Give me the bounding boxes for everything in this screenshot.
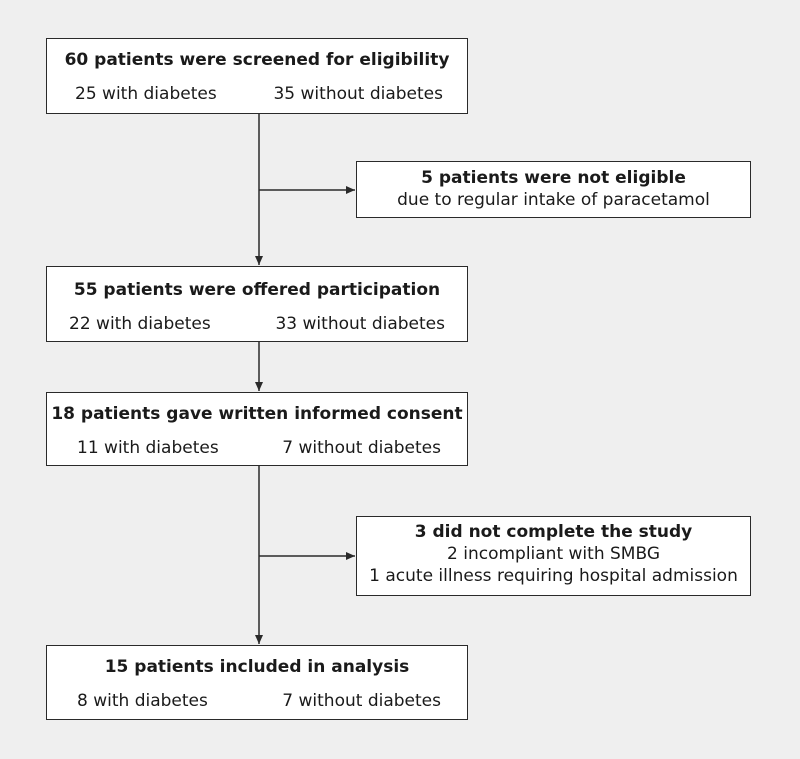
not-eligible-box: 5 patients were not eligible due to regu… xyxy=(356,161,751,218)
not-eligible-title: 5 patients were not eligible xyxy=(421,168,686,188)
offered-title: 55 patients were offered participation xyxy=(73,280,441,300)
included-box: 15 patients included in analysis 8 with … xyxy=(46,645,468,720)
offered-with-diabetes: 22 with diabetes xyxy=(69,314,211,334)
consent-with-diabetes: 11 with diabetes xyxy=(77,438,219,458)
offered-without-diabetes: 33 without diabetes xyxy=(275,314,445,334)
not-completed-box: 3 did not complete the study 2 incomplia… xyxy=(356,516,751,596)
not-completed-reason-2: 1 acute illness requiring hospital admis… xyxy=(369,566,738,586)
screened-title: 60 patients were screened for eligibilit… xyxy=(64,50,450,70)
not-eligible-reason: due to regular intake of paracetamol xyxy=(397,190,710,210)
included-without-diabetes: 7 without diabetes xyxy=(282,691,441,711)
consent-without-diabetes: 7 without diabetes xyxy=(282,438,441,458)
screened-with-diabetes: 25 with diabetes xyxy=(75,84,217,104)
not-completed-reason-1: 2 incompliant with SMBG xyxy=(447,544,660,564)
screened-box: 60 patients were screened for eligibilit… xyxy=(46,38,468,114)
included-with-diabetes: 8 with diabetes xyxy=(77,691,208,711)
included-title: 15 patients included in analysis xyxy=(104,657,410,677)
not-completed-title: 3 did not complete the study xyxy=(414,522,693,542)
offered-box: 55 patients were offered participation 2… xyxy=(46,266,468,342)
screened-without-diabetes: 35 without diabetes xyxy=(273,84,443,104)
consent-title: 18 patients gave written informed consen… xyxy=(51,404,463,424)
consent-box: 18 patients gave written informed consen… xyxy=(46,392,468,466)
